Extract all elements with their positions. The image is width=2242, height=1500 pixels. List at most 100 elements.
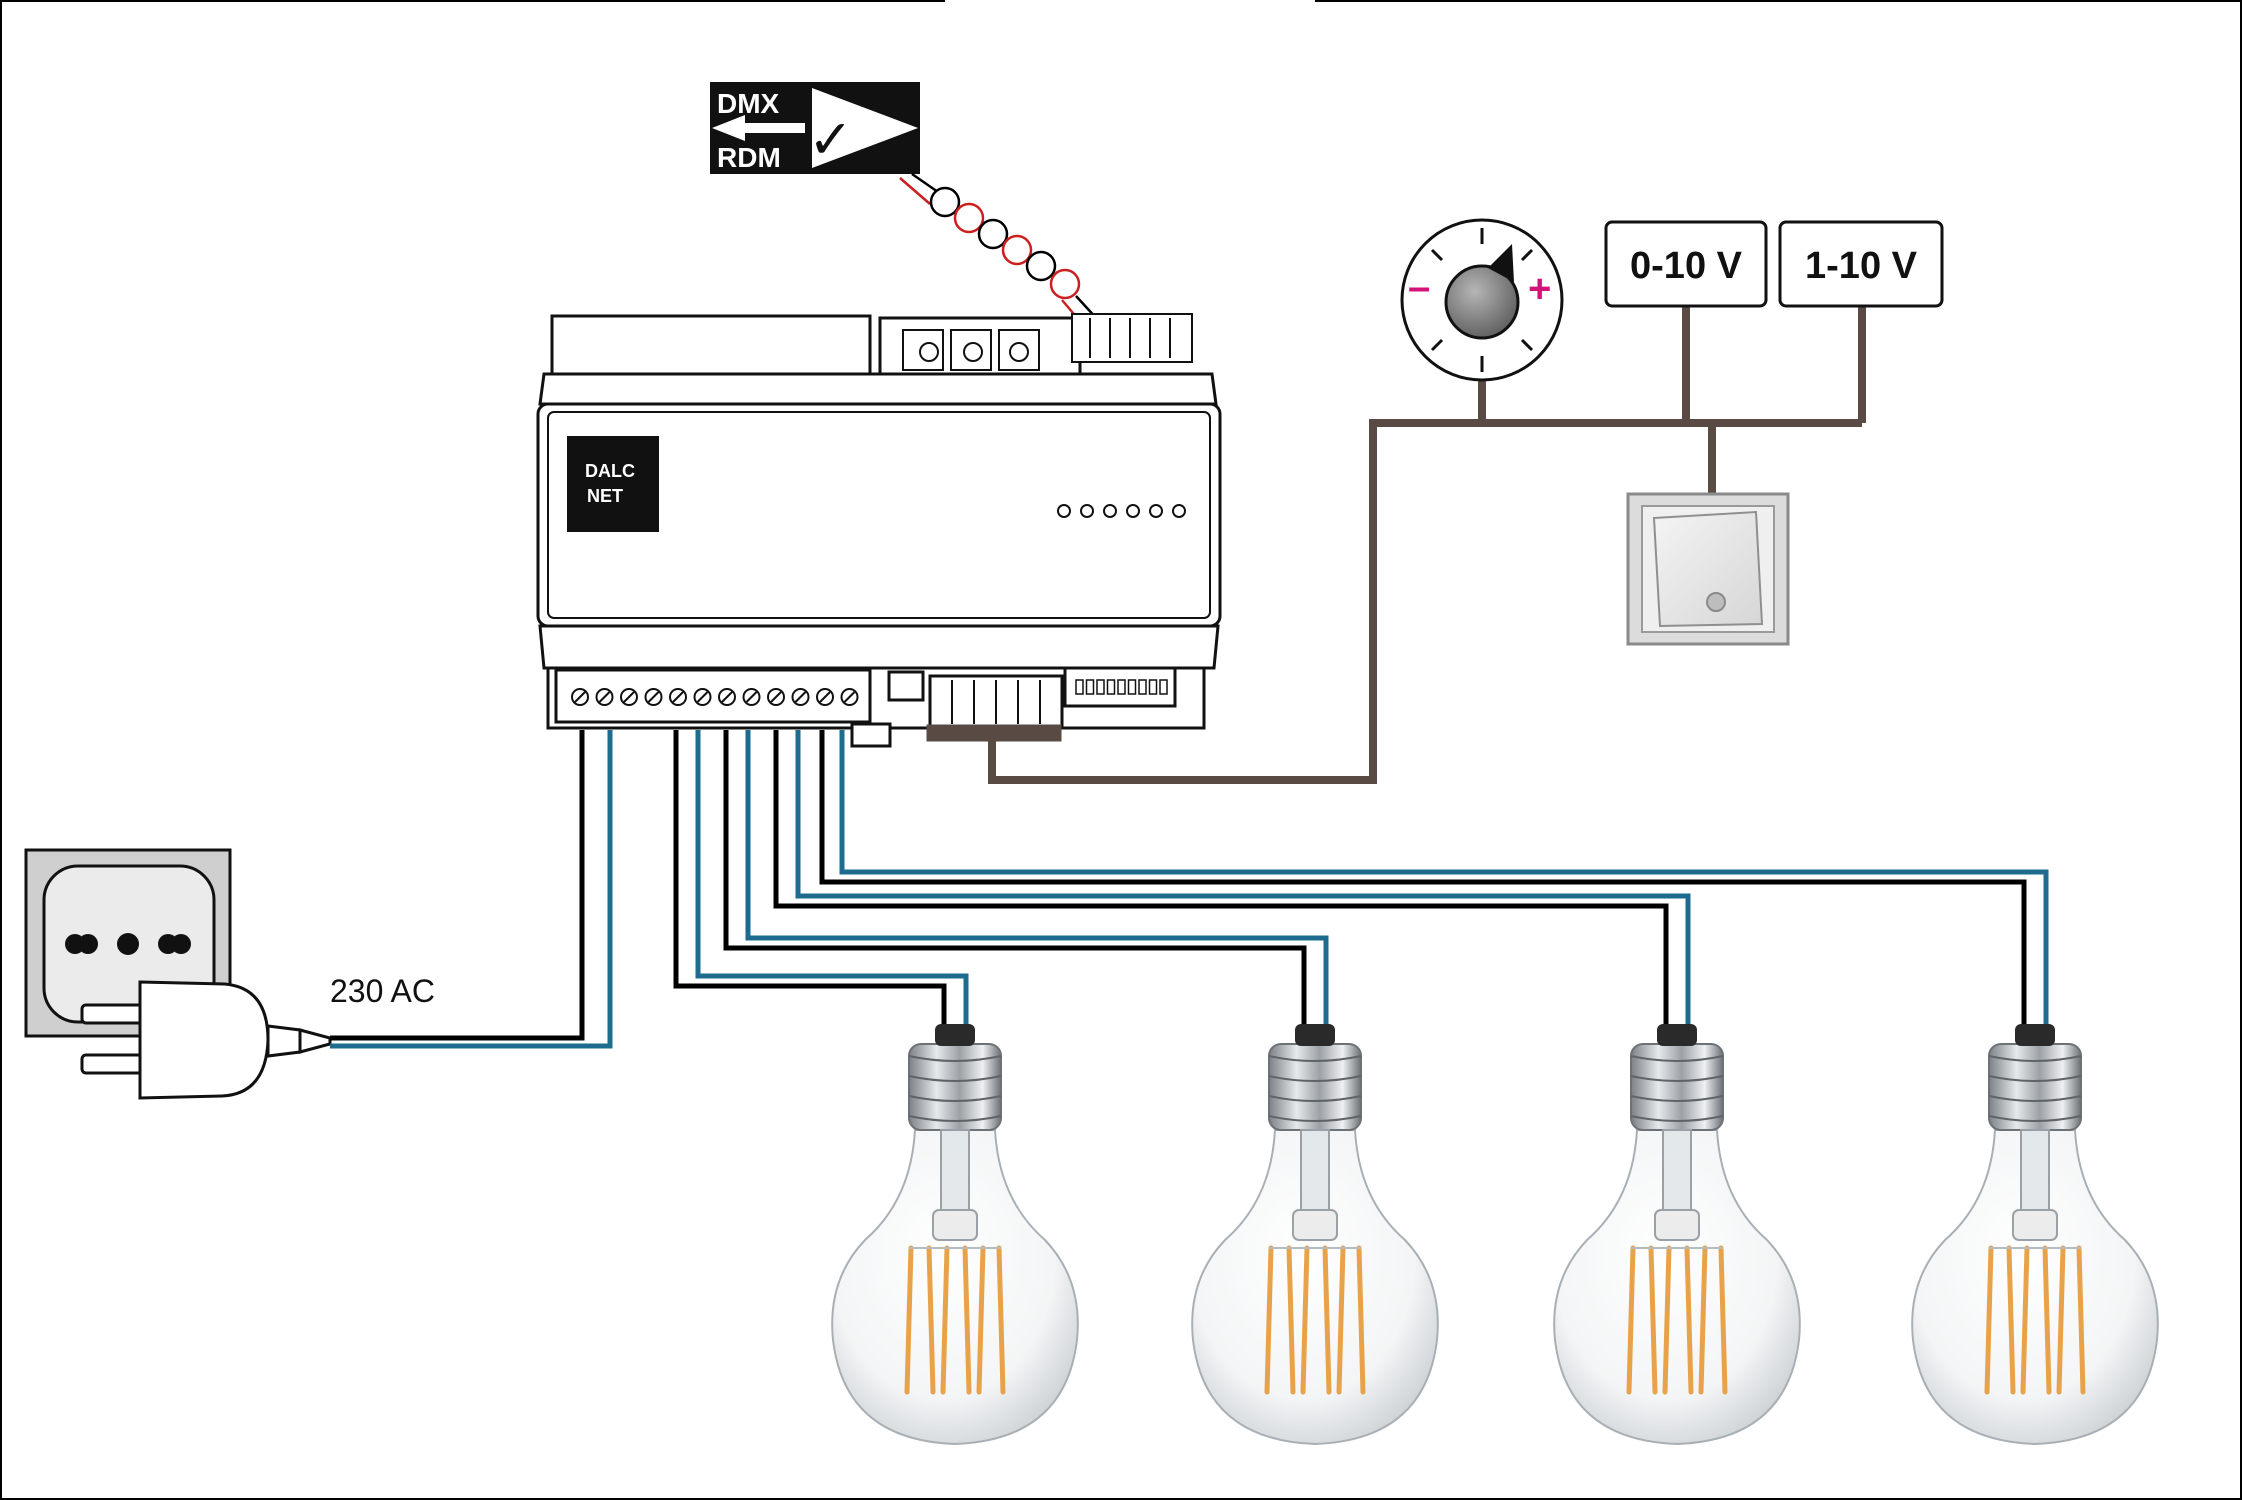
bulb-base [1268,1043,1362,1131]
filament [940,1245,950,1395]
brand-line-2: NET [587,486,623,506]
base-thread [1988,1115,2082,1122]
check-icon: ✓ [808,110,853,170]
power-plug [80,980,332,1100]
brand-line-1: DALC [585,461,635,481]
wire-neutral [839,730,2049,1024]
base-thread [1268,1115,1362,1122]
filament [904,1245,914,1395]
screw-slot [745,691,758,703]
dip-switch [1138,679,1147,695]
switch-icon [1626,492,1790,646]
bulb-group [831,1024,2159,1446]
screw-slot [770,691,782,703]
filament [976,1245,986,1395]
bulb-base [1988,1043,2082,1131]
potentiometer: – + [1400,218,1564,382]
push-terminal-slots [951,680,1041,724]
label-1-10v: 1-10 V [1805,245,1918,287]
screw-slot [598,691,611,703]
base-thread [908,1075,1002,1082]
dmx-cable [899,172,1099,327]
terminal-screws [571,688,859,706]
pot-minus-label: – [1408,265,1430,309]
screw-slot [647,691,660,703]
dip-switch [1148,679,1158,695]
brand-badge: DALC NET [567,436,659,532]
filament [962,1245,972,1395]
base-thread [1988,1075,2082,1082]
bulb-cap [1657,1024,1697,1046]
base-thread [1988,1055,2082,1062]
filament [1684,1245,1694,1395]
supply-label: 230 AC [330,973,435,1009]
filament [1698,1245,1708,1395]
wire-live [723,730,1307,1024]
filament [1662,1245,1672,1395]
terminal-clip [850,722,892,748]
mini-switch [887,670,925,702]
bulb-glass [1553,1129,1801,1446]
filament [1626,1245,1636,1395]
screw-slot [672,691,684,703]
base-thread [1630,1075,1724,1082]
screw-slot [721,691,733,703]
filament [1336,1245,1346,1395]
load-wiring [673,730,2049,1024]
filament [1300,1245,1310,1395]
bulb-base [908,1043,1002,1131]
wire-live [819,730,2027,1024]
wire-neutral [695,730,969,1024]
status-led [1172,504,1186,518]
filament [2006,1245,2016,1395]
screw-slot [574,691,586,703]
top-cover [550,314,872,376]
filament [2076,1245,2086,1395]
base-thread [1268,1095,1362,1102]
filament [926,1245,936,1395]
control-wiring [988,304,1866,784]
wire-neutral [795,730,1691,1024]
wire-live [773,730,1669,1024]
base-thread [1630,1115,1724,1122]
screw-slot [794,691,807,703]
status-led [1080,504,1094,518]
dmx-terminal [1071,313,1193,363]
filament [1984,1245,1994,1395]
dmx-rdm-badge: DMX RDM ✓ [710,82,920,174]
filament [2020,1245,2030,1395]
filament [1648,1245,1658,1395]
filament [996,1245,1006,1395]
body-top-ridge [538,372,1218,406]
frame-gap [945,0,1315,4]
base-thread [908,1095,1002,1102]
label-0-10v: 0-10 V [1630,245,1743,287]
stem-collar [2012,1209,2058,1241]
dmx-label: DMX [717,88,780,119]
status-led [1103,504,1117,518]
mains-cable [330,730,613,1049]
bulb-cap [935,1024,975,1046]
base-thread [1268,1075,1362,1082]
bulb-glass [1911,1129,2159,1446]
control-bus-plate [926,724,1062,742]
filament [1356,1245,1366,1395]
screw-slot [819,691,831,703]
bulb-3 [1553,1024,1801,1446]
input-1-10v: 1-10 V [1778,220,1944,308]
base-thread [908,1055,1002,1062]
knob [1444,264,1520,340]
filament [1322,1245,1332,1395]
base-thread [1630,1095,1724,1102]
stem-collar [1654,1209,1700,1241]
bulb-base [1630,1043,1724,1131]
bulb-1 [831,1024,1079,1446]
dip-switch [1159,679,1168,695]
status-led [1057,504,1071,518]
bulb-cap [2015,1024,2055,1046]
screw-slot [696,691,709,703]
base-thread [1630,1055,1724,1062]
pot-plus-label: + [1528,267,1551,311]
